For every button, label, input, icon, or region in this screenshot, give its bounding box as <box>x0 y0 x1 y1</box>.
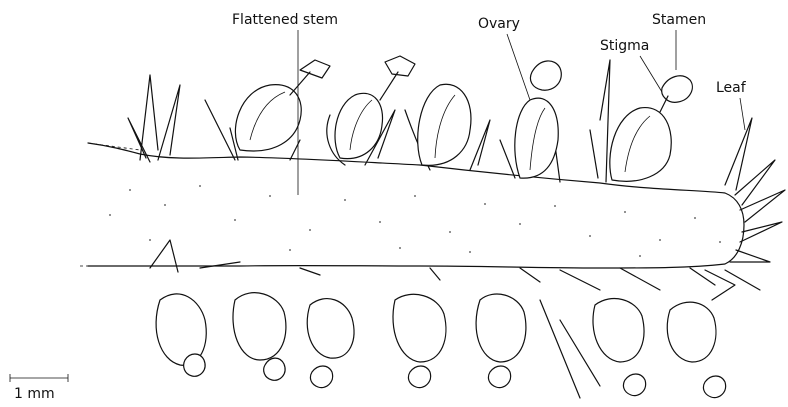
scale-bar-label: 1 mm <box>14 386 55 402</box>
tip-leaf-cluster <box>705 118 785 300</box>
label-leaf: Leaf <box>716 80 747 130</box>
stigma-label: Stigma <box>600 38 649 54</box>
label-stamen: Stamen <box>652 12 706 70</box>
stamen-label: Stamen <box>652 12 706 28</box>
scale-bar: 1 mm <box>10 374 68 402</box>
label-ovary: Ovary <box>478 16 530 100</box>
lower-flower-row <box>150 240 726 398</box>
stem-stipple <box>109 185 721 257</box>
upper-edge-line <box>88 143 140 150</box>
upper-flower-row <box>128 56 692 182</box>
ovary-label: Ovary <box>478 16 520 32</box>
flattened-stem-label: Flattened stem <box>232 12 338 28</box>
leaf-label: Leaf <box>716 80 747 96</box>
